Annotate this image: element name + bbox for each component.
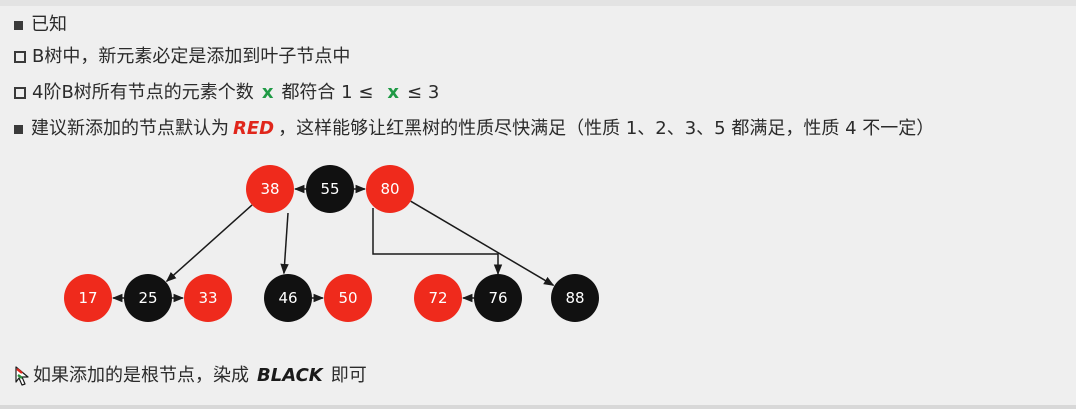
filled-square-bullet-icon — [14, 124, 23, 134]
hollow-square-bullet-icon — [14, 51, 26, 63]
tree-node-17: 17 — [64, 274, 112, 322]
tree-node-25: 25 — [124, 274, 172, 322]
footer-text-suffix: 即可 — [330, 365, 367, 386]
tree-node-72: 72 — [414, 274, 462, 322]
black-node-circle — [474, 274, 522, 322]
cursor-pointer-icon — [15, 366, 29, 386]
node-label: 50 — [338, 289, 357, 307]
node-label: 72 — [428, 289, 447, 307]
red-node-circle — [366, 165, 414, 213]
bullet-text: B树中，新元素必定是添加到叶子节点中 — [32, 46, 351, 67]
child-link-80-88 — [410, 200, 555, 286]
node-label: 17 — [78, 289, 97, 307]
bullet-text-suffix: ≤ 3 — [407, 82, 440, 103]
bullet-text-prefix: 4阶B树所有节点的元素个数 — [32, 82, 254, 103]
node-label: 25 — [138, 289, 157, 307]
red-node-circle — [246, 165, 294, 213]
black-node-circle — [264, 274, 312, 322]
tree-node-55: 55 — [306, 165, 354, 213]
variable-x: x — [261, 82, 274, 103]
hollow-square-bullet-icon — [14, 87, 26, 99]
tree-node-80: 80 — [366, 165, 414, 213]
bullet-text-prefix: 建议新添加的节点默认为 — [31, 118, 229, 139]
top-edge — [0, 0, 1076, 6]
bullet-b-tree-leaf: B树中，新元素必定是添加到叶子节点中 — [14, 45, 350, 69]
bullet-known: 已知 — [14, 13, 67, 37]
black-node-circle — [124, 274, 172, 322]
footer-text-prefix: 如果添加的是根节点，染成 — [33, 365, 249, 386]
red-node-circle — [184, 274, 232, 322]
tree-node-33: 33 — [184, 274, 232, 322]
red-node-circle — [324, 274, 372, 322]
node-label: 80 — [380, 180, 399, 198]
filled-square-bullet-icon — [14, 20, 23, 30]
black-node-circle — [306, 165, 354, 213]
tree-node-50: 50 — [324, 274, 372, 322]
child-link-38-25 — [165, 204, 253, 283]
node-label: 55 — [320, 180, 339, 198]
red-node-circle — [414, 274, 462, 322]
node-label: 88 — [565, 289, 584, 307]
child-link-80-76 — [372, 208, 503, 276]
node-label: 38 — [260, 180, 279, 198]
bullet-text-mid: 都符合 1 ≤ — [281, 82, 374, 103]
node-label: 46 — [278, 289, 297, 307]
child-link-38-46 — [280, 212, 289, 275]
tree-node-46: 46 — [264, 274, 312, 322]
bullet-text-suffix: ，这样能够让红黑树的性质尽快满足（性质 1、2、3、5 都满足，性质 4 不一定… — [278, 118, 935, 139]
node-label: 33 — [198, 289, 217, 307]
bullet-default-red: 建议新添加的节点默认为 RED ，这样能够让红黑树的性质尽快满足（性质 1、2、… — [14, 117, 934, 141]
black-keyword: BLACK — [257, 365, 323, 386]
variable-x: x — [387, 82, 400, 103]
red-keyword: RED — [233, 118, 275, 139]
black-node-circle — [551, 274, 599, 322]
tree-node-88: 88 — [551, 274, 599, 322]
tree-node-38: 38 — [246, 165, 294, 213]
bullet-text: 已知 — [31, 14, 67, 35]
tree-node-76: 76 — [474, 274, 522, 322]
red-node-circle — [64, 274, 112, 322]
node-label: 76 — [488, 289, 507, 307]
footer-root-black: 如果添加的是根节点，染成 BLACK 即可 — [14, 364, 367, 388]
bottom-edge — [0, 405, 1076, 409]
bullet-element-count: 4阶B树所有节点的元素个数 x 都符合 1 ≤ x ≤ 3 — [14, 81, 439, 105]
